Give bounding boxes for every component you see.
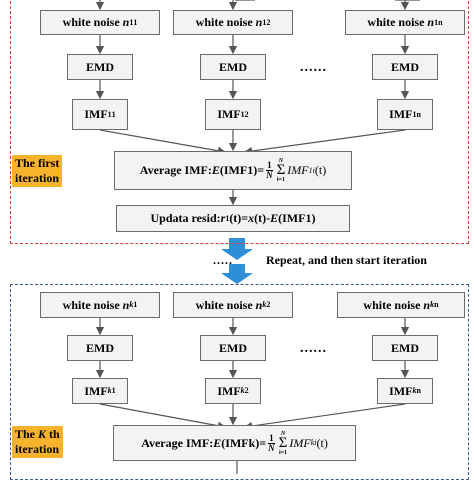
kth-emd-ellipsis: ...... — [300, 341, 327, 356]
first-emd-box-1: EMD — [67, 54, 133, 80]
repeat-note: Repeat, and then start iteration — [266, 253, 427, 267]
kth-emd-box-1: EMD — [67, 335, 133, 361]
first-emd-box-2: EMD — [200, 54, 266, 80]
first-emd-box-n: EMD — [372, 54, 438, 80]
first-iteration-region — [10, 0, 469, 244]
kth-emd-box-n: EMD — [372, 335, 438, 361]
first-emd-ellipsis: ...... — [300, 60, 327, 75]
repeat-ellipsis: ..... — [213, 253, 233, 267]
kth-emd-box-2: EMD — [200, 335, 266, 361]
kth-iteration-tag: The K th iteration — [12, 426, 63, 458]
big-down-arrow-2 — [221, 264, 253, 284]
first-iteration-tag: The first iteration — [12, 155, 63, 187]
